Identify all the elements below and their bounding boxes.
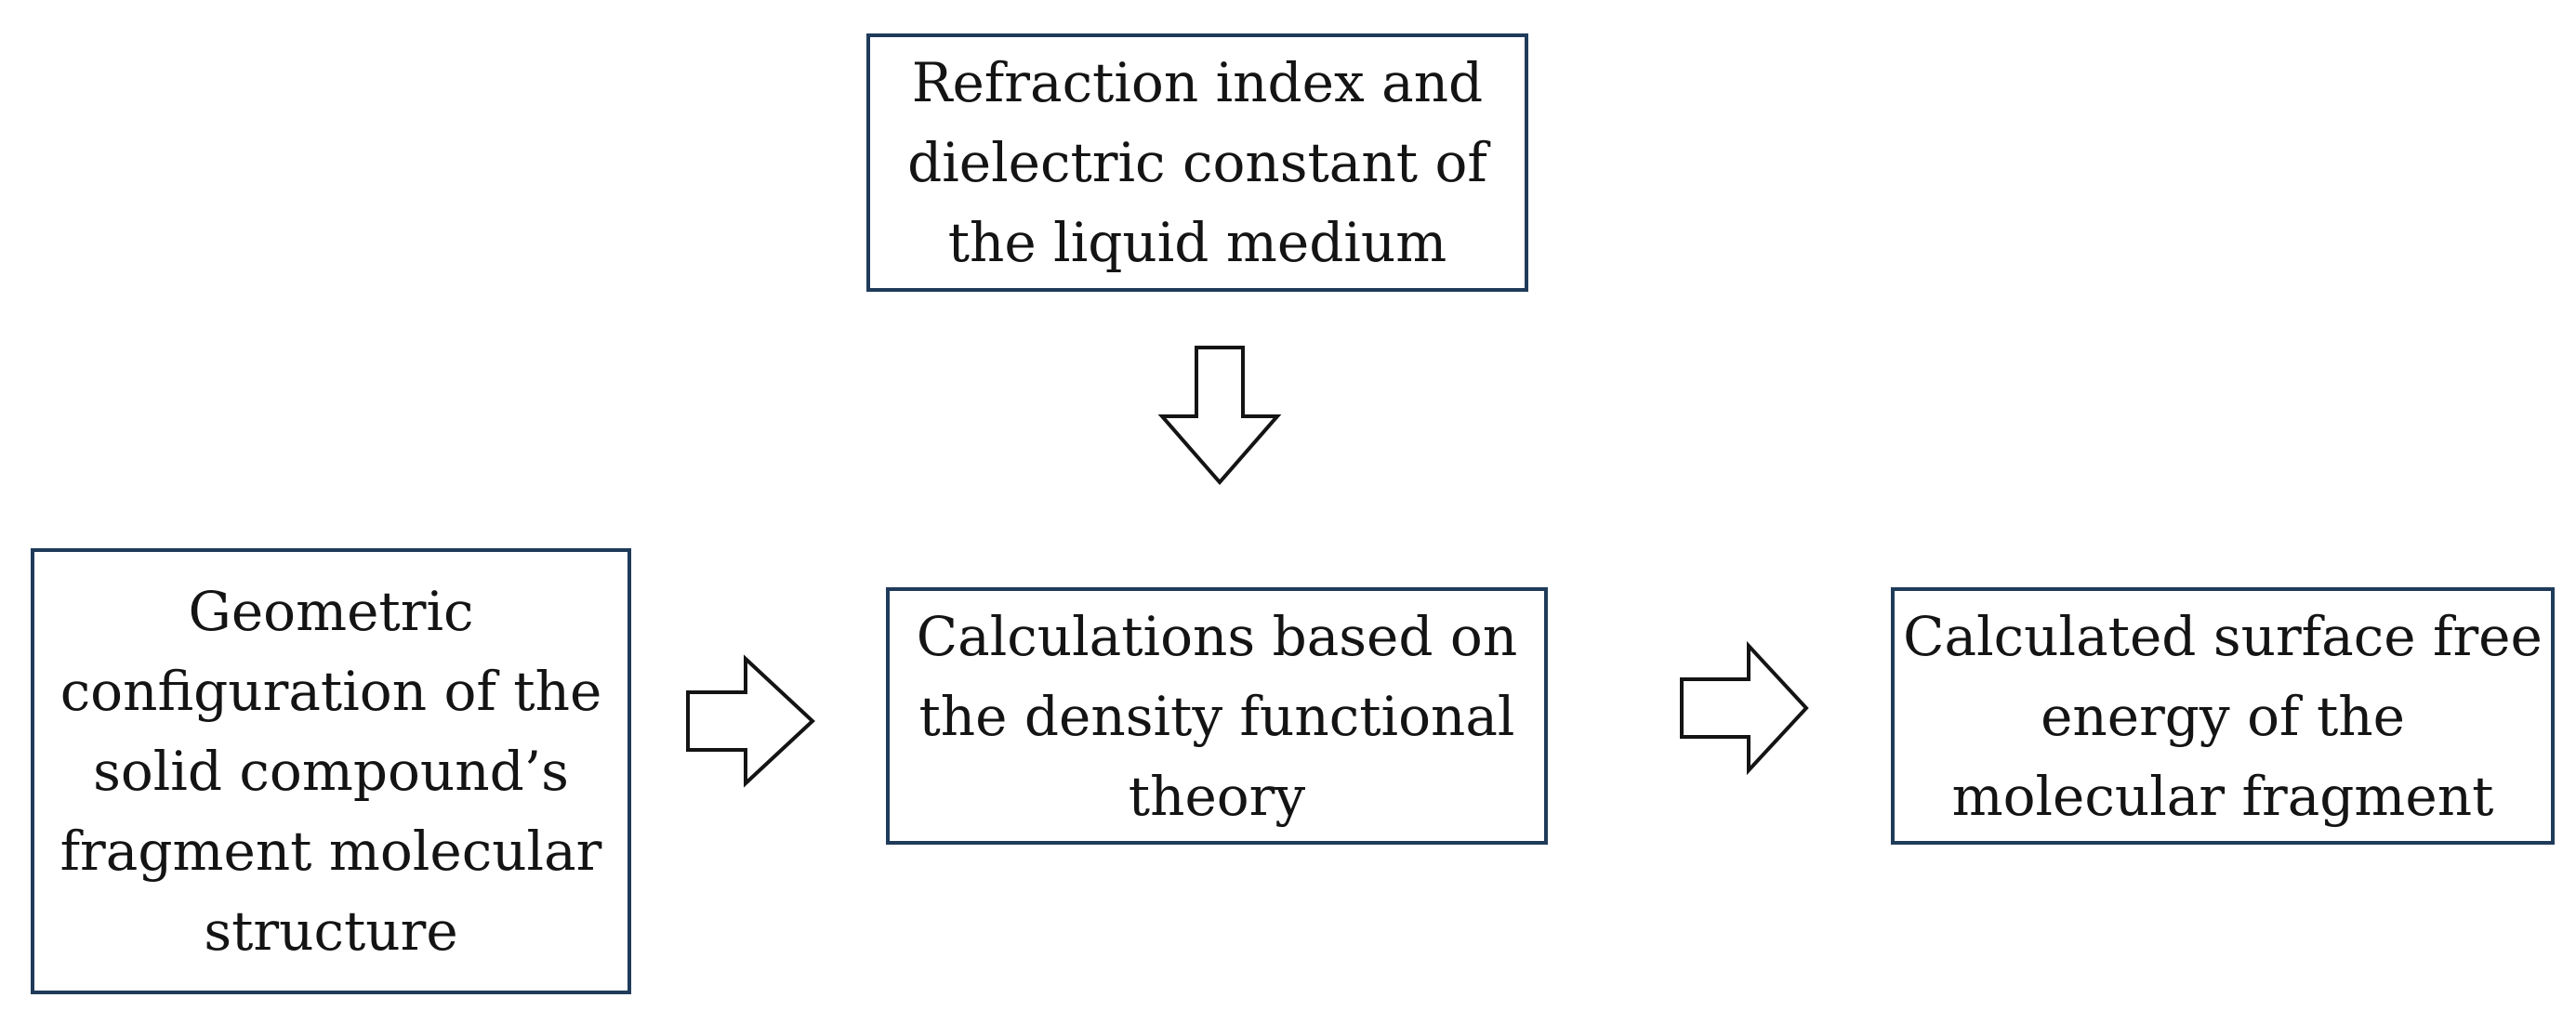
liquid-medium-label: Refraction index and dielectric constant… [907,51,1487,274]
dft-calculations-box: Calculations based on the density functi… [886,587,1548,845]
liquid-medium-box: Refraction index and dielectric constant… [866,33,1528,292]
dft-calculations-label: Calculations based on the density functi… [916,604,1518,828]
right-arrow-icon [1680,640,1809,776]
fragment-structure-box: Geometric configuration of the solid com… [31,548,631,994]
right-arrow-icon [686,654,815,788]
down-arrow-icon [1157,346,1282,486]
fragment-structure-label: Geometric configuration of the solid com… [59,580,602,963]
surface-free-energy-label: Calculated surface free energy of the mo… [1903,604,2543,828]
surface-free-energy-box: Calculated surface free energy of the mo… [1891,587,2555,845]
